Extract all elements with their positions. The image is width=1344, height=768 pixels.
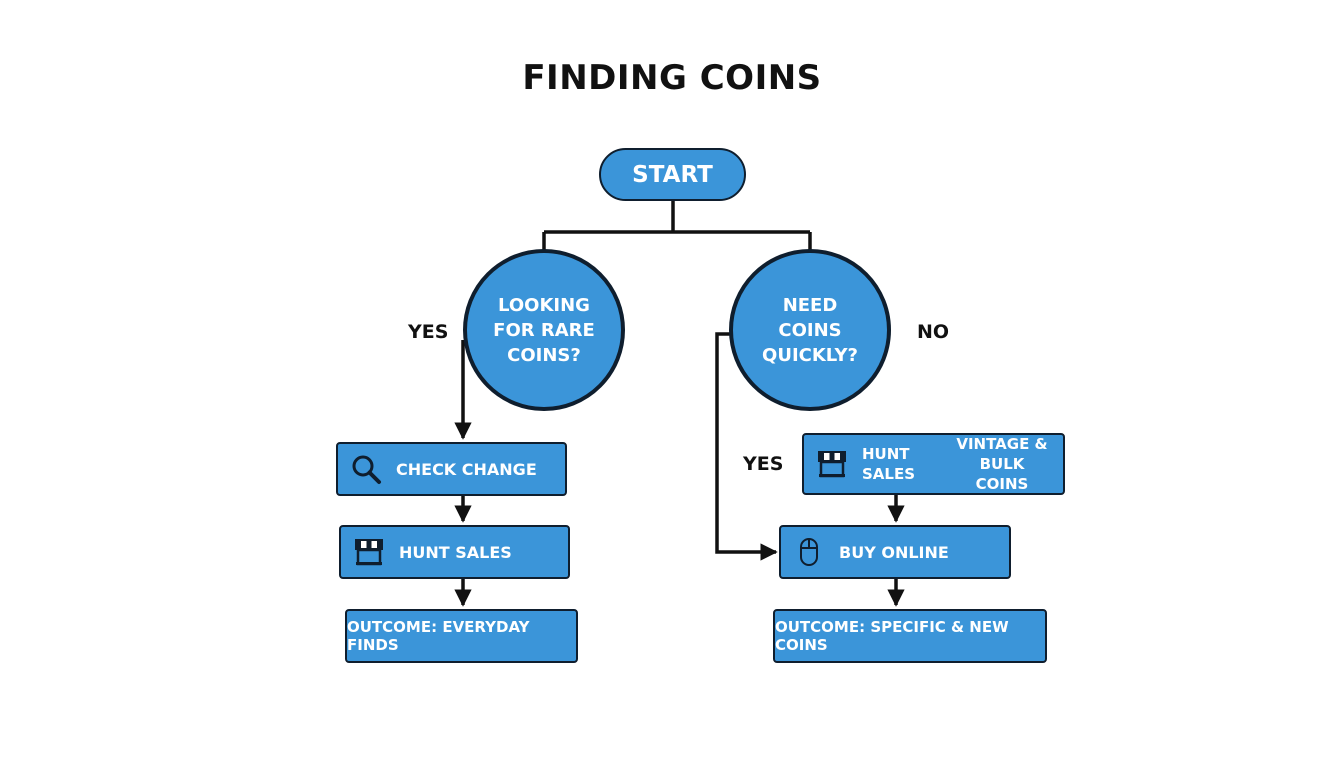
computer-mouse-icon <box>793 536 825 568</box>
magnifier-icon <box>350 453 382 485</box>
yes-label-left: YES <box>408 321 449 343</box>
check-change-label: CHECK CHANGE <box>396 459 537 479</box>
hunt-sales-right-label: HUNT SALES <box>862 445 916 483</box>
outcome-right-box: OUTCOME: SPECIFIC & NEW COINS <box>773 609 1047 663</box>
arrow-quick-to-buy-online <box>715 332 778 561</box>
hunt-sales-left-label: HUNT SALES <box>399 542 512 562</box>
hunt-sales-right-box: HUNT SALES VINTAGE & BULK COINS <box>802 433 1065 495</box>
quick-coins-question: NEED COINS QUICKLY? <box>729 249 891 411</box>
yes-label-right: YES <box>743 453 784 475</box>
storefront-icon <box>816 448 848 480</box>
start-node: START <box>599 148 746 201</box>
no-label-right: NO <box>917 321 950 343</box>
diagram-title: FINDING COINS <box>522 58 822 98</box>
buy-online-box: BUY ONLINE <box>779 525 1011 579</box>
check-change-box: CHECK CHANGE <box>336 442 567 496</box>
buy-online-label: BUY ONLINE <box>839 542 949 562</box>
vintage-bulk-label: VINTAGE & BULK COINS <box>956 435 1048 493</box>
outcome-right-label: OUTCOME: SPECIFIC & NEW COINS <box>775 618 1009 654</box>
outcome-left-label: OUTCOME: EVERYDAY FINDS <box>347 618 530 654</box>
rare-coins-question: LOOKING FOR RARE COINS? <box>463 249 625 411</box>
rare-coins-question-label: LOOKING FOR RARE COINS? <box>493 294 595 366</box>
outcome-left-box: OUTCOME: EVERYDAY FINDS <box>345 609 578 663</box>
storefront-icon <box>353 536 385 568</box>
hunt-sales-left-box: HUNT SALES <box>339 525 570 579</box>
quick-coins-question-label: NEED COINS QUICKLY? <box>762 294 858 366</box>
